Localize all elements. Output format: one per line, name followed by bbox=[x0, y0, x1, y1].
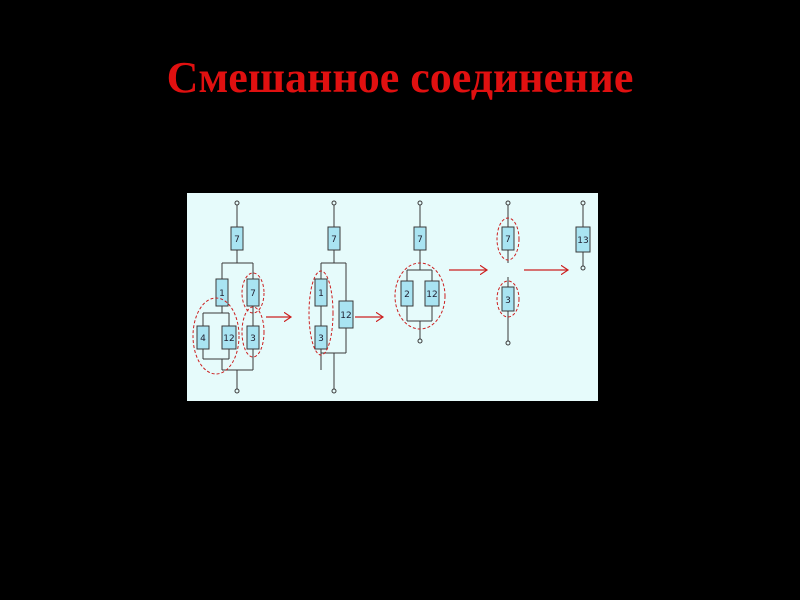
stage-3-highlight bbox=[394, 262, 446, 330]
resistor bbox=[314, 325, 328, 350]
resistor-label: 7 bbox=[417, 235, 423, 245]
stage-3 bbox=[406, 200, 433, 344]
resistor-label: 1 bbox=[318, 289, 324, 299]
resistor bbox=[246, 325, 260, 350]
resistor-label: 3 bbox=[505, 296, 511, 306]
stage-4-highlight bbox=[496, 280, 520, 318]
resistor-label: 13 bbox=[577, 236, 588, 246]
resistor bbox=[196, 325, 210, 350]
resistor-label: 7 bbox=[234, 235, 240, 245]
circuit-diagram-panel: 7 1 4 12 7 3 bbox=[187, 193, 598, 401]
resistor-label: 12 bbox=[426, 290, 437, 300]
resistor bbox=[501, 226, 515, 251]
stage-2-resistors: 7 1 3 12 bbox=[314, 226, 354, 350]
resistor-label: 3 bbox=[250, 334, 256, 344]
resistor bbox=[246, 278, 260, 307]
resistor bbox=[230, 226, 244, 251]
stage-4-highlight bbox=[496, 217, 520, 261]
resistor-label: 2 bbox=[404, 290, 410, 300]
resistor bbox=[215, 278, 229, 307]
resistor bbox=[413, 226, 427, 251]
stage-3-resistors: 7 2 12 bbox=[400, 226, 440, 307]
resistor-label: 7 bbox=[331, 235, 337, 245]
resistor-label: 4 bbox=[200, 334, 206, 344]
stage-4-resistors: 7 3 bbox=[501, 226, 515, 312]
resistor bbox=[314, 278, 328, 307]
stage-2-highlight bbox=[308, 270, 334, 356]
stage-4 bbox=[505, 200, 511, 346]
stage-1 bbox=[202, 200, 254, 394]
resistor-label: 3 bbox=[318, 334, 324, 344]
stage-5-resistors: 13 bbox=[575, 226, 591, 253]
resistor-label: 12 bbox=[223, 334, 234, 344]
stage-1-resistors: 7 1 4 12 7 3 bbox=[196, 226, 260, 350]
resistor bbox=[575, 226, 591, 253]
resistor-label: 1 bbox=[219, 289, 225, 299]
resistor bbox=[400, 280, 414, 307]
circuit-diagram: 7 1 4 12 7 3 bbox=[192, 200, 591, 394]
resistor-label: 7 bbox=[250, 289, 256, 299]
stage-1-highlights bbox=[192, 272, 265, 375]
slide-title: Смешанное соединение bbox=[166, 53, 634, 102]
resistor bbox=[501, 286, 515, 312]
resistor-label: 7 bbox=[505, 235, 511, 245]
resistor bbox=[221, 325, 237, 350]
resistor-label: 12 bbox=[340, 311, 351, 321]
resistor bbox=[338, 300, 354, 329]
stage-5 bbox=[580, 200, 586, 271]
resistor bbox=[327, 226, 341, 251]
resistor bbox=[424, 280, 440, 307]
